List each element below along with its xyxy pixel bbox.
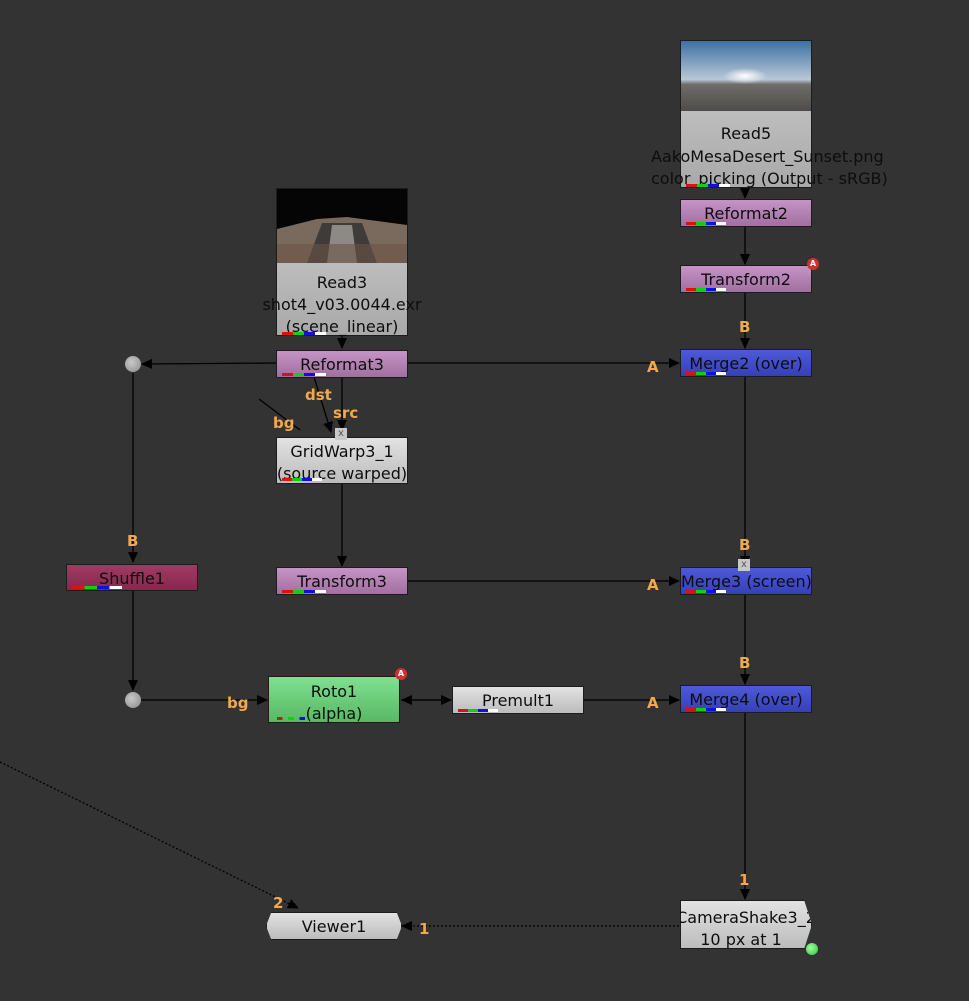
camerashake-name: CameraShake3_2 [676,908,816,927]
read3-name: Read3 [316,273,368,292]
merge2-node[interactable]: Merge2 (over) [680,349,812,377]
transform3-node[interactable]: Transform3 [276,567,408,595]
read5-thumbnail [681,41,811,111]
read3-channel-indicator [282,332,326,335]
merge2-name: Merge2 (over) [689,354,803,373]
transform2-name: Transform2 [701,270,791,289]
read3-node[interactable]: Read3 shot4_v03.0044.exr (scene_linear) [262,188,422,336]
merge3-name: Merge3 (screen) [681,572,812,591]
read5-file: AakoMesaDesert_Sunset.png [651,147,884,166]
gridwarp-src-label: src [333,404,359,422]
reformat3-node[interactable]: Reformat3 [276,350,408,378]
read5-colorspace: color_picking (Output - sRGB) [651,169,888,188]
merge3-input-a-label: A [647,576,659,594]
premult1-channel-indicator [458,709,498,712]
read5-channel-indicator [686,184,730,187]
merge3-node[interactable]: Merge3 (screen) [680,567,812,595]
roto1-node[interactable]: Roto1 (alpha) [268,676,400,723]
merge4-channel-indicator [686,708,726,711]
transform2-channel-indicator [686,288,726,291]
reformat2-channel-indicator [686,222,726,225]
reformat2-name: Reformat2 [704,204,788,223]
viewer1-input-2-label: 2 [273,894,284,912]
shuffle1-node[interactable]: Shuffle1 [66,564,198,591]
merge4-input-b-label: B [739,654,751,672]
camerashake-status-indicator [806,943,818,955]
shuffle1-channel-indicator [72,586,122,589]
gridwarp-channel-indicator [282,478,322,481]
merge4-name: Merge4 (over) [689,690,803,709]
merge4-input-a-label: A [647,694,659,712]
transform3-channel-indicator [282,590,326,593]
shuffle1-input-b-label: B [127,532,139,550]
reformat3-channel-indicator [282,373,326,376]
premult1-name: Premult1 [481,691,555,710]
roto1-output: (alpha) [305,704,363,723]
merge3-input-b-label: B [739,536,751,554]
read3-colorspace: (scene_linear) [285,317,399,336]
viewer1-input-1-label: 1 [419,920,430,938]
transform2-mask-badge[interactable]: A [807,258,819,270]
gridwarp-bg-label: bg [273,414,295,432]
merge3-disabled-input-badge[interactable]: x [738,559,750,571]
read3-thumbnail [277,189,407,263]
viewer1-name: Viewer1 [301,917,367,936]
dot-node-lower[interactable] [125,692,141,708]
merge4-node[interactable]: Merge4 (over) [680,685,812,713]
read5-name: Read5 [720,124,772,143]
gridwarp-dst-label: dst [305,386,332,404]
camerashake-node[interactable]: CameraShake3_2 10 px at 1 [680,900,812,949]
roto1-mask-badge[interactable]: A [395,668,407,680]
gridwarp-name: GridWarp3_1 [290,442,394,461]
camerashake-amount: 10 px at 1 [700,930,782,949]
merge3-channel-indicator [686,590,726,593]
roto1-name: Roto1 [310,682,358,701]
gridwarp-disabled-input-badge[interactable]: x [335,428,347,440]
gridwarp-node[interactable]: GridWarp3_1 (source warped) [276,437,408,484]
roto1-channel-indicator [277,717,305,720]
read5-node[interactable]: Read5 AakoMesaDesert_Sunset.png color_pi… [651,40,888,188]
reformat2-node[interactable]: Reformat2 [680,199,812,227]
shuffle1-name: Shuffle1 [99,569,165,588]
viewer1-node[interactable]: Viewer1 [266,912,402,940]
roto1-bg-label: bg [227,694,249,712]
merge2-channel-indicator [686,372,726,375]
premult1-node[interactable]: Premult1 [452,686,584,714]
camerashake-input-label: 1 [739,871,750,889]
transform2-node[interactable]: Transform2 [680,265,812,293]
transform3-name: Transform3 [297,572,387,591]
merge2-input-a-label: A [647,358,659,376]
merge2-input-b-label: B [739,318,751,336]
reformat3-name: Reformat3 [300,355,384,374]
dot-node-upper[interactable] [125,356,141,372]
read3-file: shot4_v03.0044.exr [262,295,422,314]
